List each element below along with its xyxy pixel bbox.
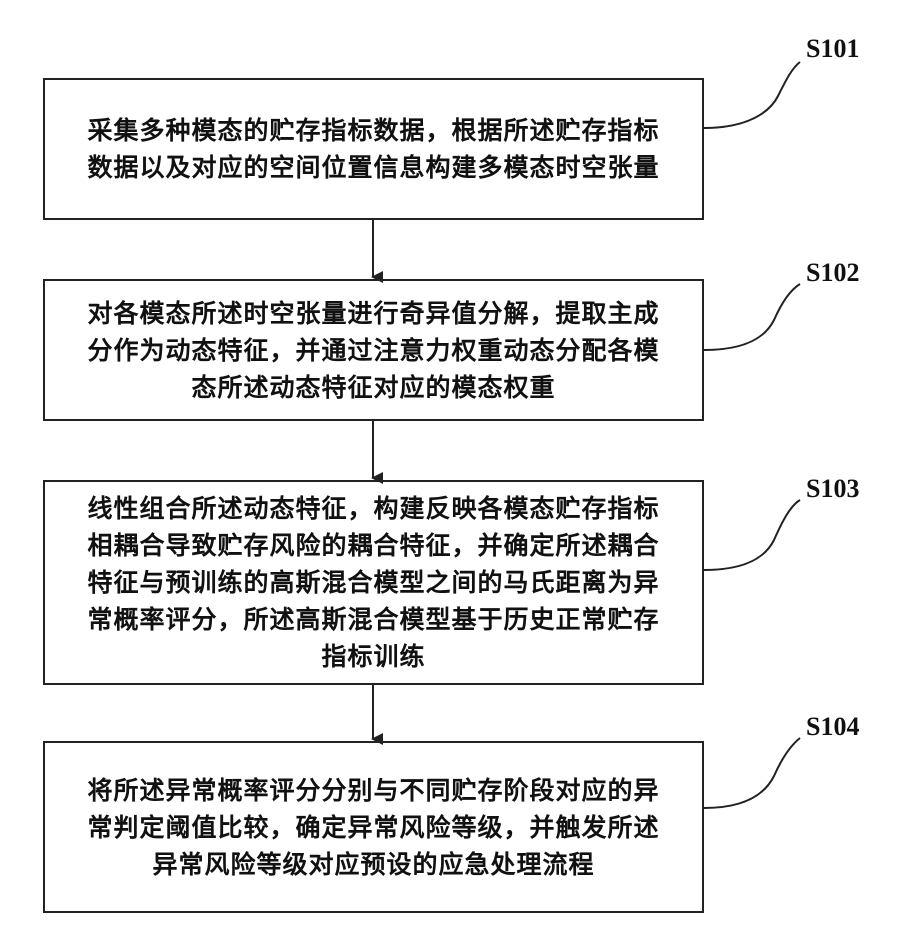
leader-s103 — [704, 500, 800, 570]
step-s102-line: 态所述动态特征对应的模态权重 — [87, 369, 659, 406]
step-s102-line: 对各模态所述时空张量进行奇异值分解，提取主成 — [87, 295, 659, 332]
step-label-s103: S103 — [806, 474, 859, 504]
step-s104-line: 将所述异常概率评分分别与不同贮存阶段对应的异 — [87, 772, 659, 809]
step-label-s104: S104 — [806, 712, 859, 742]
step-label-s101: S101 — [806, 34, 859, 64]
leader-s101 — [704, 62, 800, 128]
step-s103-line: 相耦合导致贮存风险的耦合特征，并确定所述耦合 — [87, 527, 659, 564]
step-s102-line: 分作为动态特征，并通过注意力权重动态分配各模 — [87, 332, 659, 369]
step-s103-line: 指标训练 — [87, 638, 659, 675]
step-text-s102: 对各模态所述时空张量进行奇异值分解，提取主成 分作为动态特征，并通过注意力权重动… — [77, 295, 669, 406]
step-s101-line: 采集多种模态的贮存指标数据，根据所述贮存指标 — [87, 112, 659, 149]
step-s103-line: 常概率评分，所述高斯混合模型基于历史正常贮存 — [87, 601, 659, 638]
step-s104-line: 异常风险等级对应预设的应急处理流程 — [87, 846, 659, 883]
step-s101-line: 数据以及对应的空间位置信息构建多模态时空张量 — [87, 149, 659, 186]
step-label-s102: S102 — [806, 258, 859, 288]
step-text-s101: 采集多种模态的贮存指标数据，根据所述贮存指标 数据以及对应的空间位置信息构建多模… — [77, 112, 669, 186]
step-box-s101: 采集多种模态的贮存指标数据，根据所述贮存指标 数据以及对应的空间位置信息构建多模… — [43, 78, 704, 220]
step-s103-line: 线性组合所述动态特征，构建反映各模态贮存指标 — [87, 490, 659, 527]
step-text-s104: 将所述异常概率评分分别与不同贮存阶段对应的异 常判定阈值比较，确定异常风险等级，… — [77, 772, 669, 883]
leader-s102 — [704, 284, 800, 350]
step-s104-line: 常判定阈值比较，确定异常风险等级，并触发所述 — [87, 809, 659, 846]
step-s103-line: 特征与预训练的高斯混合模型之间的马氏距离为异 — [87, 564, 659, 601]
leader-s104 — [704, 738, 800, 808]
step-box-s102: 对各模态所述时空张量进行奇异值分解，提取主成 分作为动态特征，并通过注意力权重动… — [43, 279, 704, 421]
step-box-s103: 线性组合所述动态特征，构建反映各模态贮存指标 相耦合导致贮存风险的耦合特征，并确… — [43, 480, 704, 685]
step-box-s104: 将所述异常概率评分分别与不同贮存阶段对应的异 常判定阈值比较，确定异常风险等级，… — [43, 741, 704, 913]
step-text-s103: 线性组合所述动态特征，构建反映各模态贮存指标 相耦合导致贮存风险的耦合特征，并确… — [77, 490, 669, 675]
